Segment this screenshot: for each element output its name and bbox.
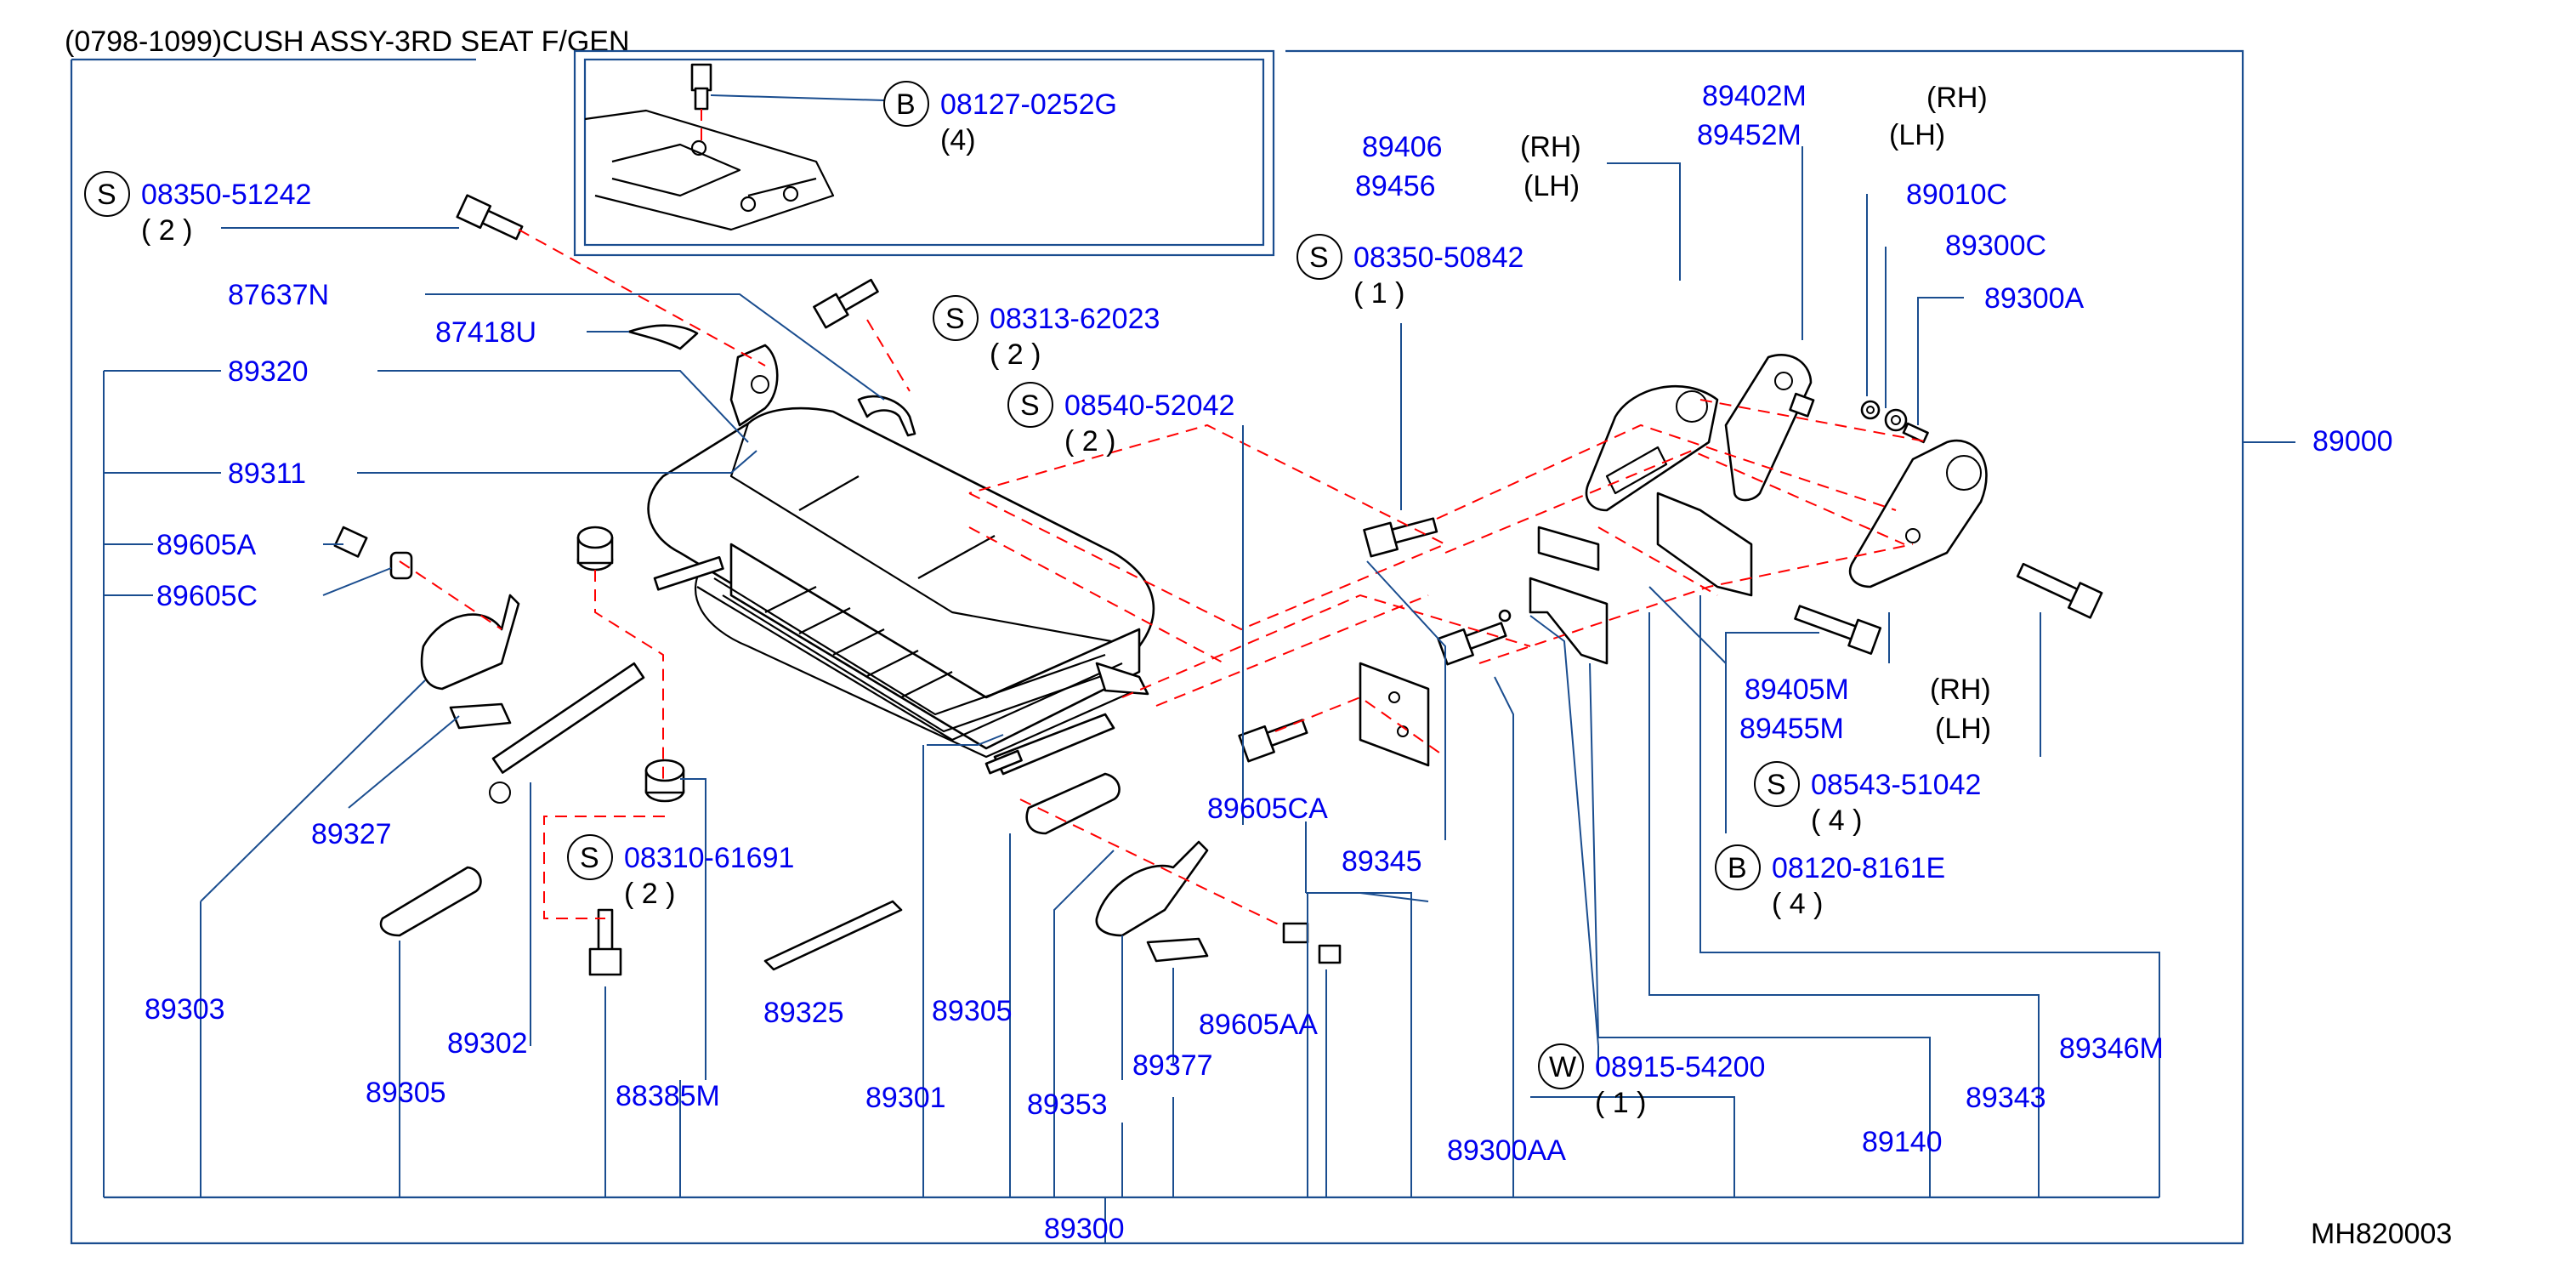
diagram-title: (0798-1099)CUSH ASSY-3RD SEAT F/GEN [65,26,630,58]
prefix-s: S [1767,769,1786,801]
prefix-s: S [97,179,116,211]
part-08350-51242: 08350-51242 [141,179,311,211]
label-89140: 89140 [1862,1126,1943,1158]
label-rh-89406: (RH) [1520,131,1581,163]
label-lh-89452M: (LH) [1889,119,1945,151]
label-89402M: 89402M [1702,80,1807,112]
qty: ( 4 ) [1811,804,1862,837]
qty: (4) [940,124,976,156]
label-89406: 89406 [1362,131,1443,163]
label-89353: 89353 [1027,1089,1108,1121]
label-89455M: 89455M [1739,713,1844,745]
prefix-s: S [945,303,965,335]
label-lh-89456: (LH) [1523,170,1580,202]
label-89325: 89325 [763,997,844,1029]
fasteners [333,194,2103,976]
label-89605AA: 89605AA [1199,1009,1318,1041]
label-89345: 89345 [1342,845,1422,878]
inset-floor-detail [584,63,885,231]
label-lh-89455M: (LH) [1935,713,1991,745]
label-89605CA: 89605CA [1207,793,1328,825]
seat-cushion [647,344,1155,776]
label-rh-89405M: (RH) [1930,674,1991,706]
label-89305-mid: 89305 [932,995,1013,1027]
label-89452M: 89452M [1697,119,1801,151]
label-89300AA: 89300AA [1447,1134,1566,1167]
prefix-s: S [1020,389,1040,422]
qty: ( 2 ) [990,338,1041,371]
label-89320: 89320 [228,355,309,388]
label-89300A: 89300A [1984,282,2085,315]
part-08915-54200: 08915-54200 [1595,1051,1765,1083]
prefix-b: B [1728,852,1747,884]
part-08350-50842: 08350-50842 [1353,242,1523,274]
part-08543-51042: 08543-51042 [1811,769,1981,801]
label-89303: 89303 [145,993,225,1026]
label-89302: 89302 [447,1027,528,1060]
callout-s-08350-50842: S 08350-50842 ( 1 ) [1309,242,1523,310]
left-parts [379,324,1209,971]
leader-lines [103,146,2160,1197]
qty: ( 2 ) [1064,425,1115,458]
label-89300C: 89300C [1945,230,2046,262]
callout-s-08313-62023: S 08313-62023 ( 2 ) [945,303,1160,371]
label-89301: 89301 [865,1082,946,1114]
label-89311: 89311 [228,458,306,490]
qty: ( 2 ) [624,878,675,910]
callout-b-08120-8161E: B 08120-8161E ( 4 ) [1728,852,1945,920]
callout-s-08543-51042: S 08543-51042 ( 4 ) [1767,769,1981,837]
part-labels: 87637N 87418U 89320 89311 89605A 89605C … [145,80,2393,1245]
frame-lines [70,49,2295,1245]
label-88385M: 88385M [616,1080,720,1112]
prefix-s: S [1309,242,1329,274]
prefix-s: S [580,842,599,874]
part-08127-0252G: 08127-0252G [940,88,1117,121]
seat-spring-frame [713,577,1115,733]
callout-s-08540-52042: S 08540-52042 ( 2 ) [1020,389,1234,458]
callout-s-08310-61691: S 08310-61691 ( 2 ) [580,842,794,910]
part-08310-61691: 08310-61691 [624,842,794,874]
label-89000: 89000 [2312,425,2393,458]
assembly-dashes [399,229,1931,928]
label-89377: 89377 [1132,1049,1213,1082]
label-89605A: 89605A [156,529,257,561]
label-89343: 89343 [1966,1082,2046,1114]
part-08120-8161E: 08120-8161E [1772,852,1945,884]
hinge-brackets [1359,354,1988,767]
label-89346M: 89346M [2059,1032,2164,1065]
part-08540-52042: 08540-52042 [1064,389,1234,422]
prefix-w: W [1549,1051,1576,1083]
callout-w-08915-54200: W 08915-54200 ( 1 ) [1549,1051,1765,1119]
qty: ( 1 ) [1595,1087,1646,1119]
label-89327: 89327 [311,818,392,850]
label-87418U: 87418U [435,316,536,349]
label-89605C: 89605C [156,580,258,612]
prefix-circles [84,81,1800,1089]
callout-s-08350-51242: S 08350-51242 ( 2 ) [97,179,311,247]
callout-b-08127-0252G: B 08127-0252G (4) [896,88,1117,156]
label-89300: 89300 [1044,1213,1125,1245]
diagram-code: MH820003 [2311,1218,2452,1250]
prefix-b: B [896,88,916,121]
part-08313-62023: 08313-62023 [990,303,1160,335]
label-89456: 89456 [1355,170,1436,202]
qty: ( 4 ) [1772,888,1823,920]
label-89405M: 89405M [1745,674,1849,706]
label-87637N: 87637N [228,279,329,311]
qty: ( 2 ) [141,214,192,247]
qty: ( 1 ) [1353,277,1404,310]
label-89010C: 89010C [1906,179,2007,211]
label-89305-left: 89305 [366,1077,446,1109]
label-rh-89402M: (RH) [1926,82,1988,114]
